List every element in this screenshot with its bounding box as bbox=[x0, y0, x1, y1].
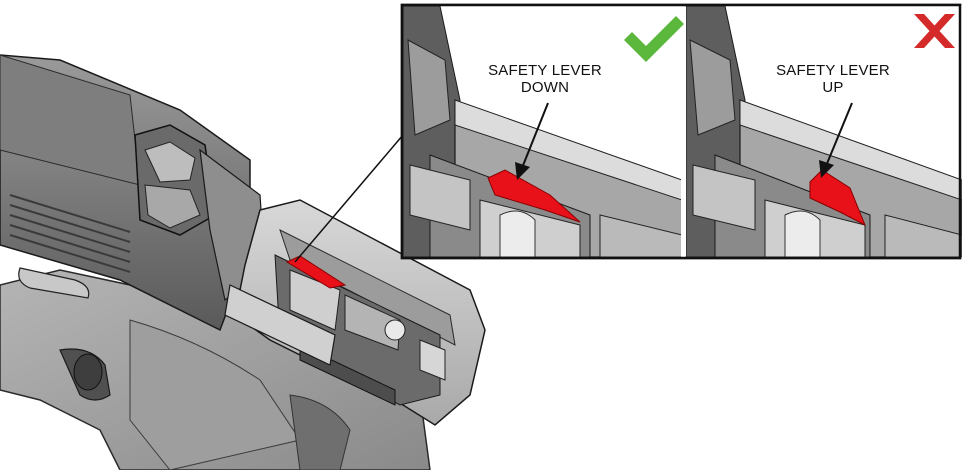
callout-leader-line bbox=[294, 134, 404, 263]
arrow-right-callout bbox=[819, 102, 853, 178]
callout-safety-up: SAFETY LEVER UP bbox=[758, 62, 908, 96]
callout-left-line1: SAFETY LEVER bbox=[488, 62, 602, 79]
callout-right-line2: UP bbox=[822, 79, 844, 96]
safety-lever-down bbox=[487, 169, 581, 223]
callout-left-line2: DOWN bbox=[520, 79, 570, 96]
arrow-left-callout bbox=[515, 102, 549, 180]
pistol-illustration bbox=[0, 54, 486, 470]
inset-panels bbox=[400, 3, 962, 260]
checkmark-icon bbox=[624, 16, 684, 62]
safety-lever-main bbox=[285, 255, 347, 289]
callout-right-line1: SAFETY LEVER bbox=[776, 62, 890, 79]
slide-serrations bbox=[9, 194, 131, 273]
inset-right-safety-up bbox=[686, 6, 962, 257]
x-mark-icon bbox=[914, 14, 955, 48]
callout-safety-down: SAFETY LEVER DOWN bbox=[470, 62, 620, 96]
inset-left-safety-down bbox=[403, 6, 682, 257]
